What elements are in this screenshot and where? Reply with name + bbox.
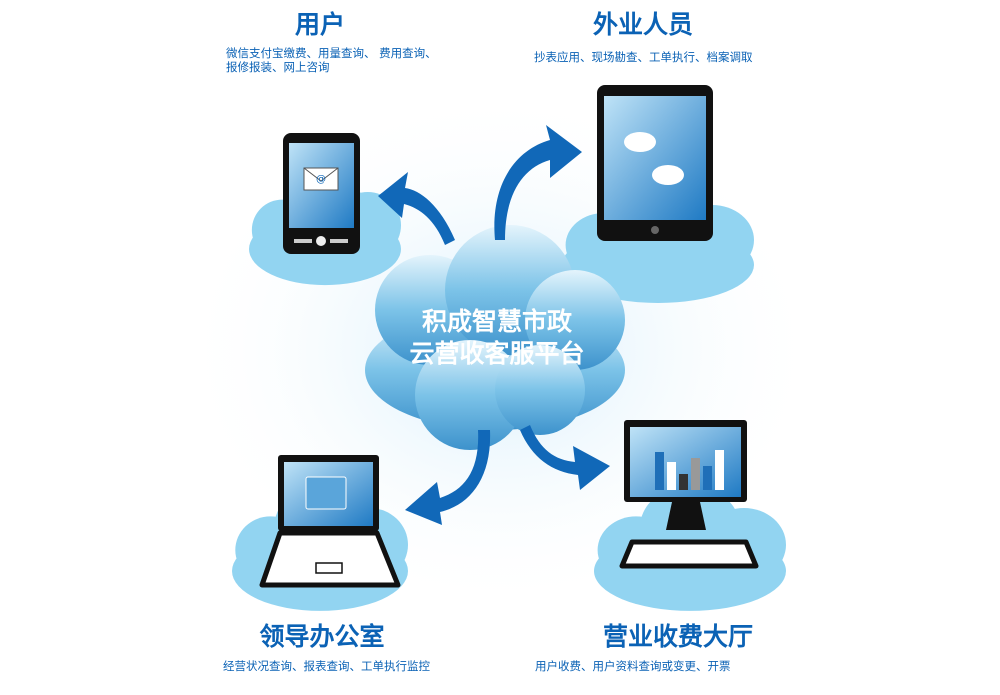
hall-desc: 用户收费、用户资料查询或变更、开票	[535, 659, 731, 673]
svg-text:@: @	[316, 174, 326, 185]
user-desc-line1: 微信支付宝缴费、用量查询、 费用查询、	[226, 46, 437, 60]
field-title: 外业人员	[593, 10, 693, 39]
center-cloud	[365, 225, 625, 450]
user-title: 用户	[295, 10, 345, 39]
platform-name-line1: 积成智慧市政	[422, 307, 573, 336]
platform-name-line2: 云营收客服平台	[409, 339, 584, 368]
field-desc: 抄表应用、现场勘查、工单执行、档案调取	[534, 50, 753, 64]
office-title: 领导办公室	[259, 622, 384, 651]
phone-icon: @	[283, 133, 360, 254]
arrow-to-user-icon	[378, 172, 455, 245]
arrow-to-office-icon	[405, 430, 491, 525]
office-desc: 经营状况查询、报表查询、工单执行监控	[223, 659, 430, 673]
desktop-icon	[619, 420, 759, 569]
arrow-to-hall-icon	[520, 425, 610, 490]
user-desc-line2: 报修报装、网上咨询	[226, 60, 330, 74]
laptop-icon	[259, 455, 401, 588]
arrow-to-field-icon	[494, 125, 582, 240]
arrows	[378, 125, 610, 525]
tablet-icon	[597, 85, 713, 241]
hall-title: 营业收费大厅	[603, 622, 753, 651]
